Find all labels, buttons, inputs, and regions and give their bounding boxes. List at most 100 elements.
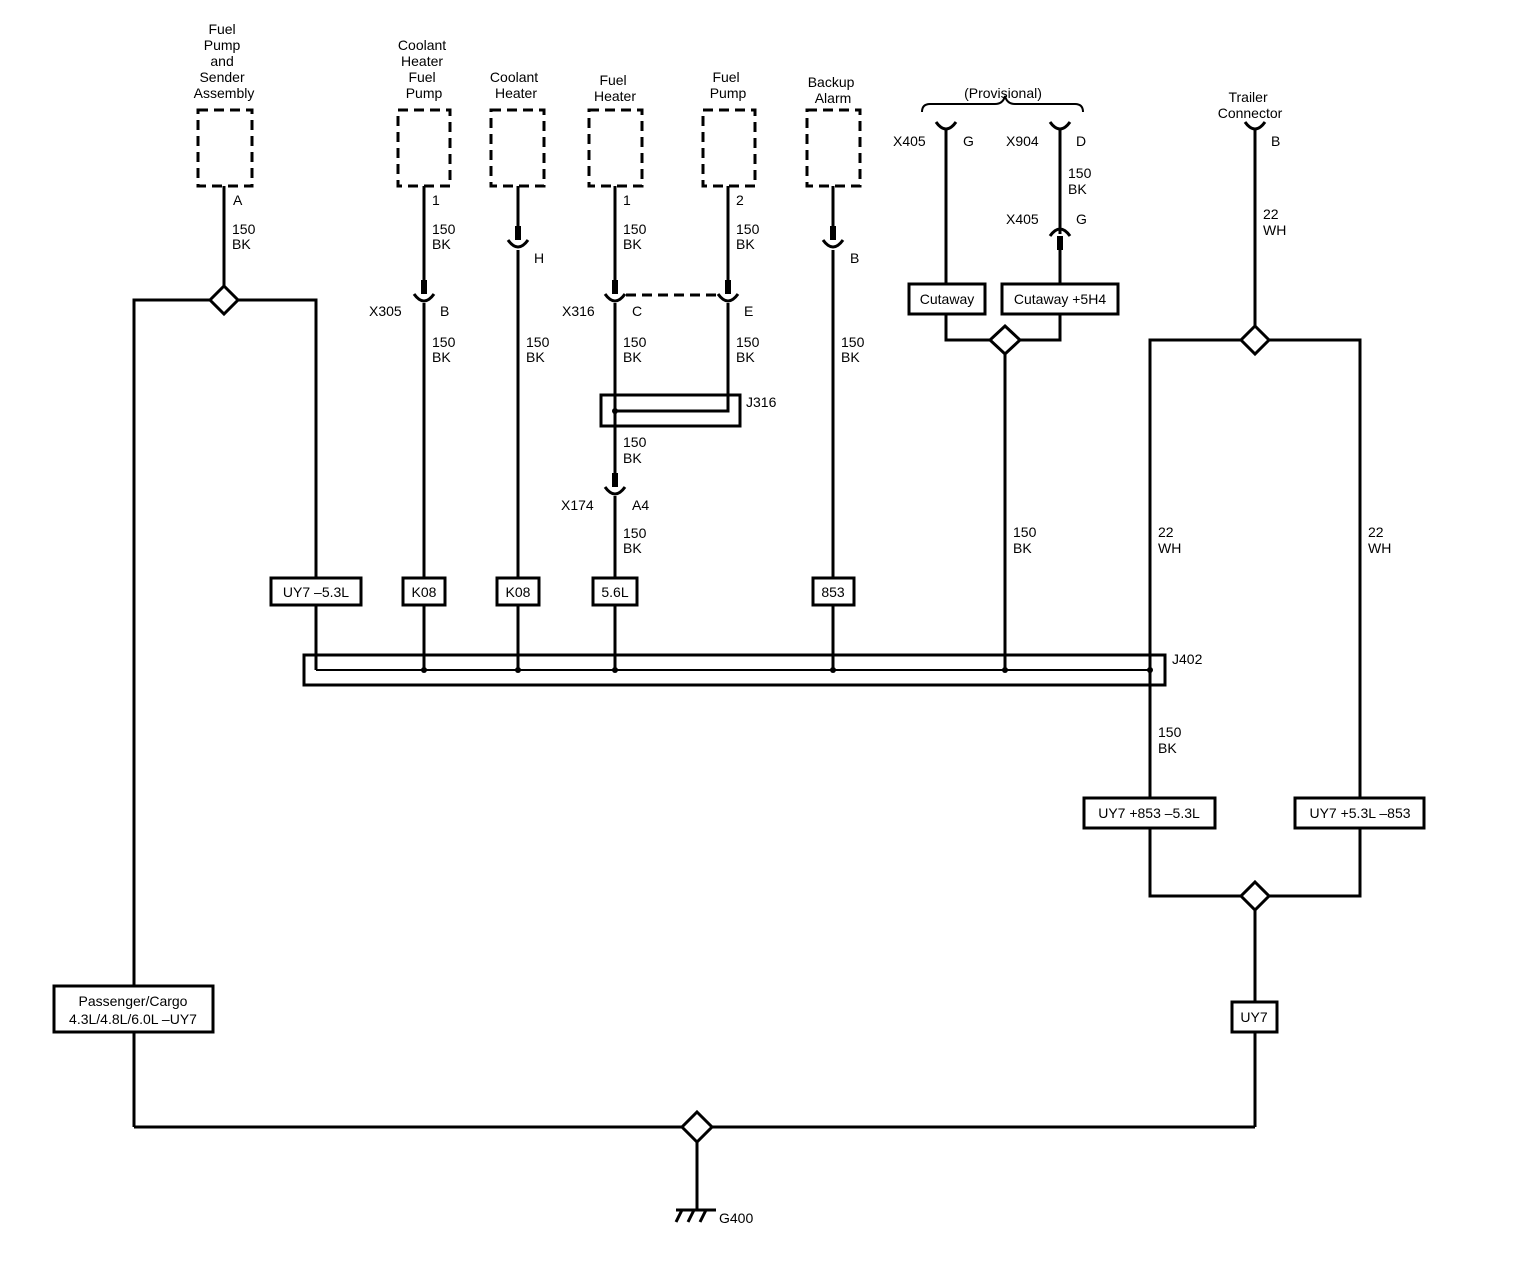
svg-text:150: 150 xyxy=(432,334,456,350)
pin-label: B xyxy=(1271,133,1280,149)
svg-text:150: 150 xyxy=(232,221,256,237)
svg-text:BK: BK xyxy=(736,236,755,252)
connector-id: X305 xyxy=(369,303,402,319)
splice-diamond-fuel-pump xyxy=(207,283,241,317)
svg-text:150: 150 xyxy=(432,221,456,237)
svg-text:UY7 +853 –5.3L: UY7 +853 –5.3L xyxy=(1098,805,1200,821)
svg-text:853: 853 xyxy=(821,584,845,600)
connector-id: X405 xyxy=(893,133,926,149)
svg-text:150: 150 xyxy=(736,334,760,350)
svg-text:150: 150 xyxy=(736,221,760,237)
svg-text:BK: BK xyxy=(623,450,642,466)
pin-label: B xyxy=(440,303,449,319)
connector-x904-symbol xyxy=(1048,121,1072,131)
pin-label: A xyxy=(233,192,243,208)
splice-diamond-provisional xyxy=(987,323,1023,357)
fuel-pump-sender-box xyxy=(196,108,254,188)
pin-label: A4 xyxy=(632,497,649,513)
fuel-pump-sender-title: Fuel Pump and Sender Assembly xyxy=(194,21,255,101)
pin-label: E xyxy=(744,303,753,319)
option-k08-a: K08 xyxy=(401,576,447,607)
splice-diamond-ground xyxy=(679,1109,715,1145)
splice-diamond-uy7 xyxy=(1238,879,1272,913)
svg-text:BK: BK xyxy=(736,349,755,365)
connector-x405-symbol xyxy=(934,121,958,131)
backup-alarm-box xyxy=(805,108,862,188)
svg-text:150: 150 xyxy=(1068,165,1092,181)
option-cutaway-5h4: Cutaway +5H4 xyxy=(1000,282,1120,316)
option-cutaway: Cutaway xyxy=(907,282,987,316)
coolant-heater-box xyxy=(489,108,546,188)
fuel-heater-box xyxy=(587,108,644,188)
ground-g400-label: G400 xyxy=(719,1210,753,1226)
svg-text:BK: BK xyxy=(1068,181,1087,197)
pin-label: G xyxy=(1076,211,1087,227)
svg-text:150: 150 xyxy=(623,434,647,450)
svg-text:150: 150 xyxy=(1013,524,1037,540)
option-k08-b: K08 xyxy=(495,576,541,607)
connector-id: X405 xyxy=(1006,211,1039,227)
svg-text:BK: BK xyxy=(1158,740,1177,756)
svg-text:150: 150 xyxy=(623,221,647,237)
connector-trailer-symbol xyxy=(1243,121,1267,131)
trailer-connector-title: Trailer Connector xyxy=(1218,89,1283,121)
svg-text:150: 150 xyxy=(1158,724,1182,740)
connector-id: X316 xyxy=(562,303,595,319)
svg-text:4.3L/4.8L/6.0L –UY7: 4.3L/4.8L/6.0L –UY7 xyxy=(69,1011,197,1027)
splice-j316-label: J316 xyxy=(746,394,777,410)
svg-text:150: 150 xyxy=(623,334,647,350)
svg-text:BK: BK xyxy=(232,236,251,252)
svg-text:K08: K08 xyxy=(506,584,531,600)
svg-text:UY7 –5.3L: UY7 –5.3L xyxy=(283,584,349,600)
connector-id: X904 xyxy=(1006,133,1039,149)
option-56l: 5.6L xyxy=(591,576,639,607)
svg-text:BK: BK xyxy=(841,349,860,365)
svg-text:22: 22 xyxy=(1158,524,1174,540)
svg-text:Cutaway +5H4: Cutaway +5H4 xyxy=(1014,291,1106,307)
svg-text:22: 22 xyxy=(1368,524,1384,540)
svg-text:150: 150 xyxy=(526,334,550,350)
backup-alarm-title: Backup Alarm xyxy=(808,74,859,106)
svg-text:150: 150 xyxy=(841,334,865,350)
svg-text:BK: BK xyxy=(432,236,451,252)
svg-text:5.6L: 5.6L xyxy=(601,584,628,600)
coolant-heater-fuel-pump-box xyxy=(396,108,452,188)
connector-x174-symbol xyxy=(603,473,627,496)
svg-text:UY7 +5.3L –853: UY7 +5.3L –853 xyxy=(1309,805,1410,821)
fuel-heater-title: Fuel Heater xyxy=(594,72,636,104)
option-uy7-53-minus-853: UY7 +5.3L –853 xyxy=(1293,796,1426,830)
pin-label: C xyxy=(632,303,642,319)
option-uy7-853-minus-53: UY7 +853 –5.3L xyxy=(1082,796,1217,830)
splice-pack-j402 xyxy=(302,653,1167,687)
coolant-heater-fuel-pump-title: Coolant Heater Fuel Pump xyxy=(398,37,450,101)
svg-text:WH: WH xyxy=(1263,222,1286,238)
fuel-pump-box xyxy=(701,108,757,188)
svg-text:Cutaway: Cutaway xyxy=(920,291,974,307)
pin-label: 1 xyxy=(432,192,440,208)
svg-text:BK: BK xyxy=(526,349,545,365)
svg-text:BK: BK xyxy=(623,236,642,252)
connector-x316-e-symbol xyxy=(716,280,740,303)
option-uy7: UY7 xyxy=(1230,1000,1279,1034)
svg-text:WH: WH xyxy=(1368,540,1391,556)
svg-text:WH: WH xyxy=(1158,540,1181,556)
splice-diamond-trailer xyxy=(1238,323,1272,357)
connector-id: X174 xyxy=(561,497,594,513)
svg-text:22: 22 xyxy=(1263,206,1279,222)
svg-text:UY7: UY7 xyxy=(1240,1009,1267,1025)
splice-j402-label: J402 xyxy=(1172,651,1203,667)
pin-label: B xyxy=(850,250,859,266)
